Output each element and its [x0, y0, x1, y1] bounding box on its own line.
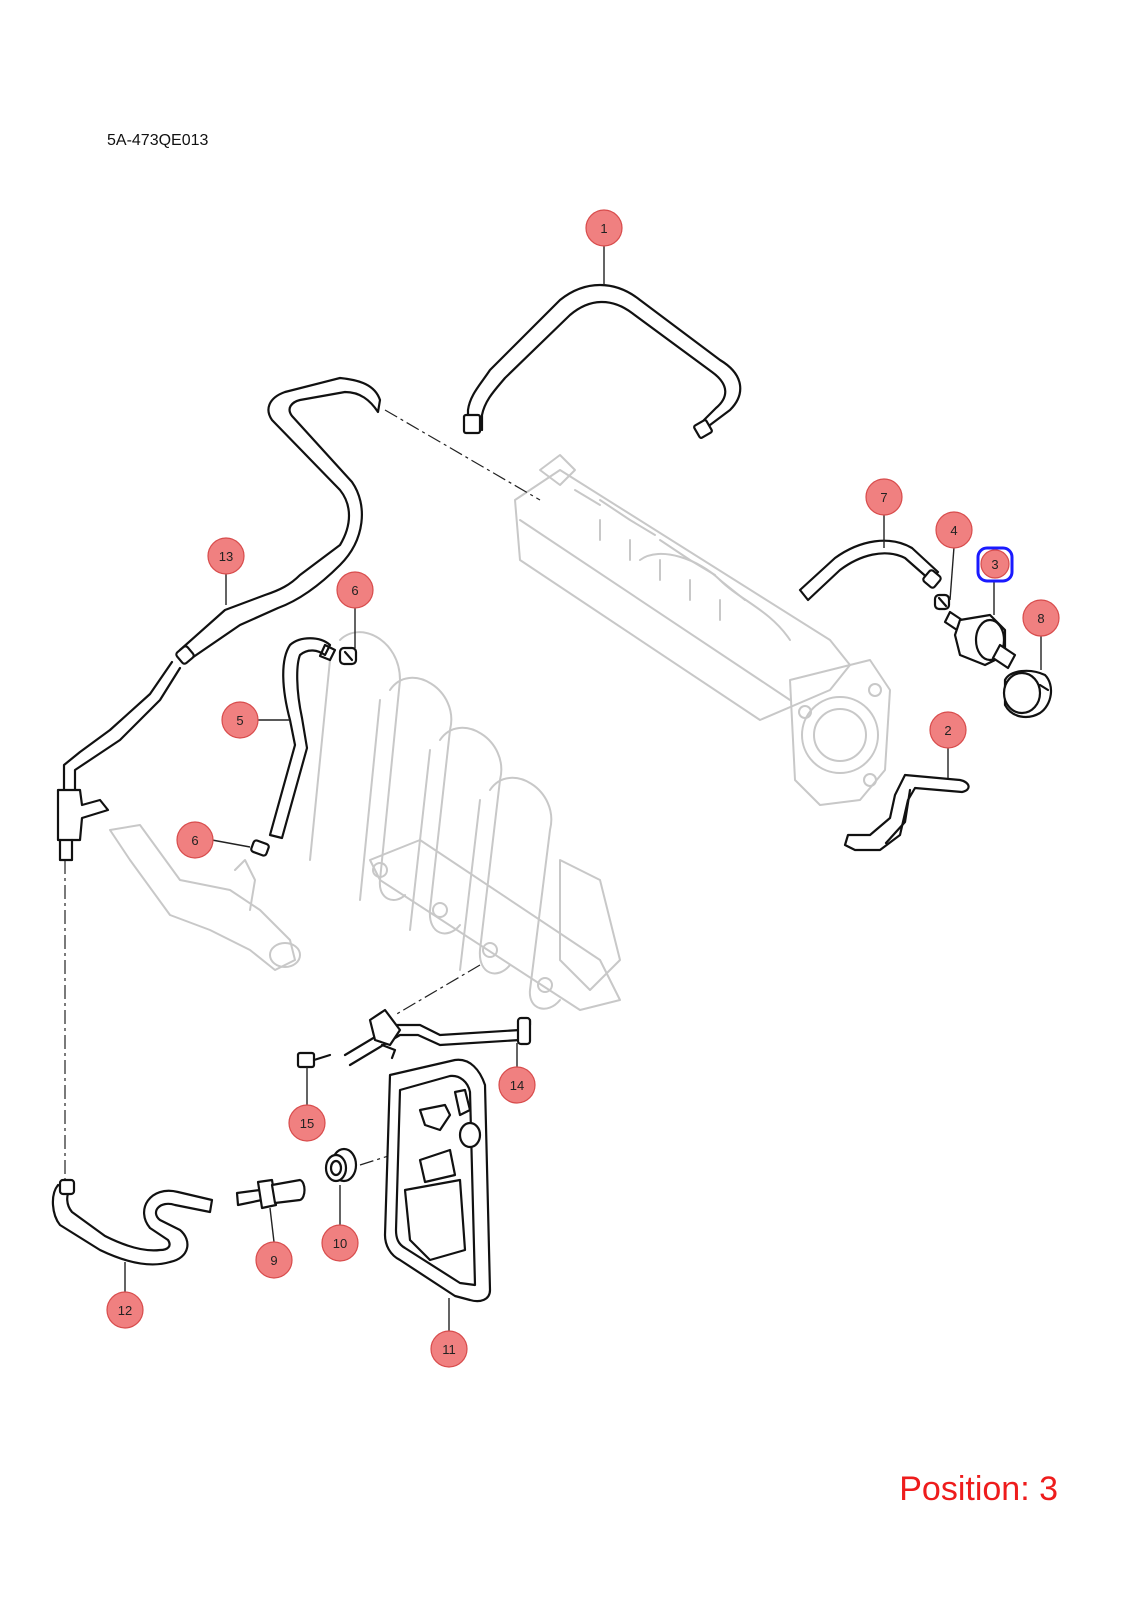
svg-text:4: 4: [950, 523, 957, 538]
svg-text:14: 14: [510, 1078, 524, 1093]
part-8-cap: [1002, 669, 1053, 719]
callout-1[interactable]: 1: [585, 209, 623, 247]
part-7-hose: [798, 539, 942, 602]
part-5-hose: [268, 637, 337, 840]
part-6-clamp-upper: [338, 646, 358, 666]
callout-13[interactable]: 13: [207, 537, 245, 575]
callout-2[interactable]: 2: [929, 711, 967, 749]
intake-manifold-ghost: [109, 454, 891, 1011]
position-indicator: Position: 3: [899, 1470, 1058, 1508]
callout-9[interactable]: 9: [255, 1241, 293, 1279]
callout-5[interactable]: 5: [221, 701, 259, 739]
callout-11[interactable]: 11: [430, 1330, 468, 1368]
guide-line-pipe14: [394, 964, 481, 1016]
svg-text:15: 15: [300, 1116, 314, 1131]
part-12-hose: [51, 660, 214, 1266]
diagram-code: 5A-473QE013: [107, 132, 209, 149]
svg-text:6: 6: [191, 833, 198, 848]
svg-text:11: 11: [442, 1342, 456, 1357]
svg-text:1: 1: [600, 221, 607, 236]
part-3-valve: [943, 610, 1017, 670]
svg-text:8: 8: [1037, 611, 1044, 626]
part-9-fitting: [235, 1178, 306, 1210]
svg-text:2: 2: [944, 723, 951, 738]
leader-lines: [124, 245, 1042, 1331]
svg-text:10: 10: [333, 1236, 347, 1251]
svg-text:5: 5: [236, 713, 243, 728]
callout-3-selected[interactable]: 3: [976, 546, 1014, 583]
svg-text:3: 3: [991, 557, 998, 572]
guide-line-hose13: [384, 409, 541, 501]
callout-14[interactable]: 14: [498, 1066, 536, 1104]
svg-text:13: 13: [219, 549, 233, 564]
part-4-clamp: [933, 593, 951, 611]
part-6-clamp-lower: [250, 839, 270, 857]
callout-10[interactable]: 10: [321, 1224, 359, 1262]
svg-text:9: 9: [270, 1253, 277, 1268]
callout-7[interactable]: 7: [865, 478, 903, 516]
svg-text:7: 7: [880, 490, 887, 505]
part-2-bracket: [843, 773, 970, 852]
part-14-pipe: [343, 1008, 532, 1067]
part-11-cover: [383, 1058, 492, 1303]
part-15-bolt: [296, 1051, 332, 1069]
callout-12[interactable]: 12: [106, 1291, 144, 1329]
part-13-hose: [175, 376, 382, 665]
callout-6-upper[interactable]: 6: [336, 571, 374, 609]
callout-8[interactable]: 8: [1022, 599, 1060, 637]
callout-4[interactable]: 4: [935, 511, 973, 549]
callout-15[interactable]: 15: [288, 1104, 326, 1142]
part-10-grommet: [324, 1147, 358, 1183]
part-1-hose: [462, 283, 742, 439]
callout-6-lower[interactable]: 6: [176, 821, 214, 859]
svg-text:12: 12: [118, 1303, 132, 1318]
svg-text:6: 6: [351, 583, 358, 598]
